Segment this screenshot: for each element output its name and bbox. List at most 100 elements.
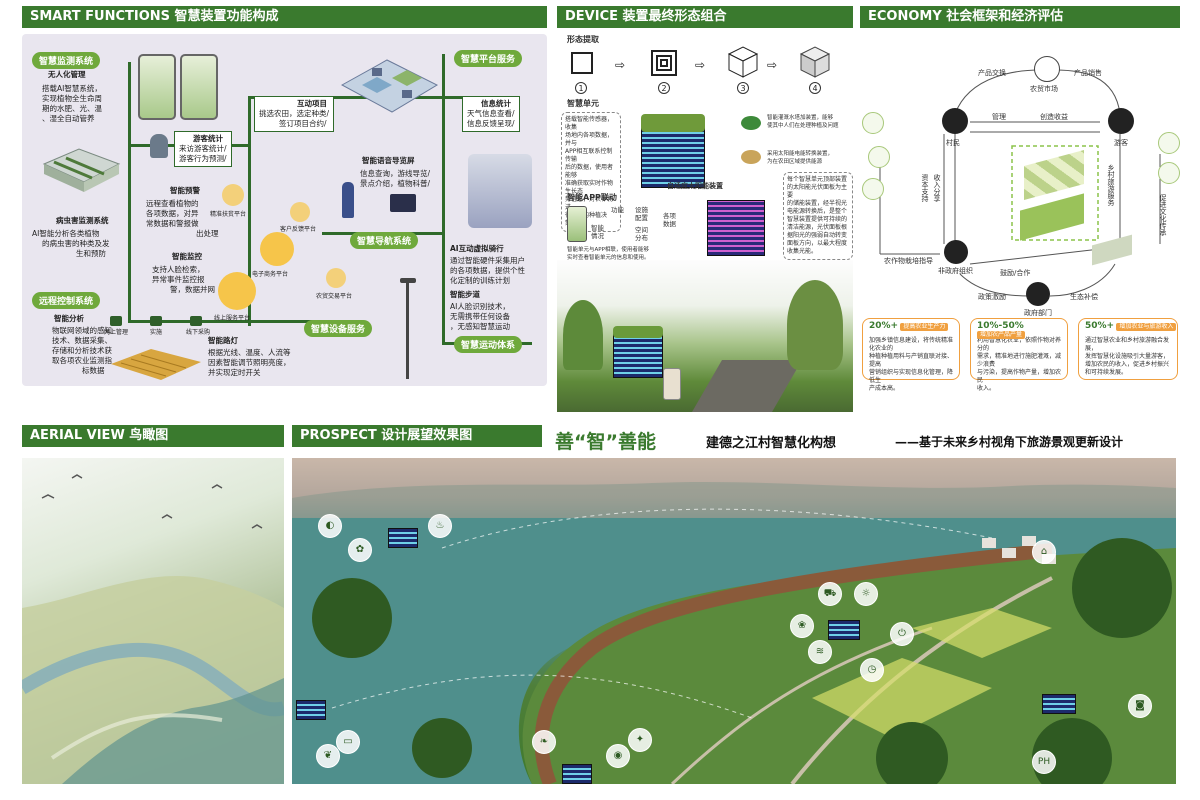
system-label-device-service: 智慧设备服务	[304, 320, 373, 337]
voice-line: 信息查询，游线导览/	[360, 169, 431, 178]
mini-cube-1-desc: 智能灌溉水塔加装置，能够 使其中人们在处理种植及问题	[767, 114, 853, 130]
app-grid: 功能 设施 配置 各项 数据 空间 分布 智能 情况	[591, 206, 701, 246]
section-bar-economy: ECONOMY 社会框架和经济评估	[860, 6, 1180, 28]
render-cube-top	[613, 326, 663, 338]
branch-line	[248, 96, 468, 99]
prospect-cube	[388, 528, 418, 548]
card-head: 20%+ 提高农业生产力	[869, 322, 949, 331]
prospect-cube	[828, 620, 860, 640]
swan-icon: ❧	[532, 730, 556, 754]
voice-line: 景点介绍，植物科普/	[360, 179, 431, 188]
solar-line: 收集光能。	[787, 248, 818, 255]
unmanned-line: 、湿全自动管养	[42, 114, 95, 123]
pest-title: 病虫害监测系统	[56, 216, 109, 225]
edge-label: 生态补偿	[1070, 293, 1098, 301]
prospect-cube	[562, 764, 592, 784]
solar-device-desc: 每个智慧单元顶部装置 的太阳能光伏面板为主要 的储能装置，经半视光 电能源转换后…	[783, 172, 853, 260]
streetlight-line: 根据光线、温度、人流等	[208, 348, 291, 357]
app-grid-item: 空间	[635, 226, 648, 234]
tourist-figure	[342, 182, 354, 218]
smart-unit-cube	[641, 126, 705, 188]
vr-ride-device	[468, 154, 532, 228]
pest-line: 生和预防	[76, 249, 106, 258]
ph-icon: PH	[1032, 750, 1056, 774]
leaf-icon	[862, 178, 884, 200]
solar-line: 电能源转换后，是整个	[787, 208, 848, 215]
ai-ride-title: AI互动虚拟骑行	[450, 244, 504, 253]
unit-line: 后的数据，使用者能够	[565, 164, 614, 179]
trail-body: AI人脸识别技术， 无需携带任何设备 ，无感知智慧运动	[450, 302, 510, 332]
drop-icon: ◉	[606, 744, 630, 768]
temple-icon	[1158, 162, 1180, 184]
mini1-line: 使其中人们在处理种植及问题	[767, 123, 839, 129]
smart-unit-title: 智慧单元	[567, 99, 599, 108]
tractor-icon: ⛟	[818, 582, 842, 606]
tourist-stats-box: 游客统计 来访游客统计/ 游客行为预测/	[174, 131, 232, 167]
clock-icon: ◷	[860, 658, 884, 682]
surveil-line: 警，数据并网	[170, 285, 215, 294]
trail-title: 智能步道	[450, 290, 480, 299]
app-grid-item: 分布	[635, 234, 648, 242]
village-illustration	[340, 59, 439, 113]
streetlight-line: 因素智能调节照明亮度，	[208, 358, 291, 367]
thermometer-icon: ♨	[428, 514, 452, 538]
flow-label: 实施	[150, 329, 163, 336]
analysis-title: 智能分析	[54, 314, 84, 323]
unmanned-title: 无人化管理	[48, 70, 86, 79]
section-bar-prospect: PROSPECT 设计展望效果图	[292, 425, 542, 447]
card-head: 10%-50% 增加农产品产量	[977, 322, 1067, 339]
power-icon: ⏻	[890, 622, 914, 646]
tourist-title: 游客统计	[193, 134, 223, 143]
analysis-line: 技术、数据采集、	[52, 336, 112, 345]
step-number: 2	[658, 82, 670, 94]
device-panel: 形态提取 ⇨ ⇨ ⇨ 1 2 3 4 智慧单元 搭载智能传感器，收集 场地内各项…	[557, 34, 853, 414]
branch-line	[128, 62, 131, 320]
mini-cube-2-desc: 采用太阳能电能转换装置， 为在农田区域提供能源	[767, 150, 853, 166]
app-desc: 智能单元与APP相联，使用者能够 实时查看智能单元的信息和使用。	[567, 246, 650, 262]
tourist-label: 游客	[1114, 139, 1128, 147]
ecommerce-platform-label: 电子商务平台	[252, 271, 289, 278]
cube-planting-top	[641, 114, 705, 132]
tree-left	[563, 300, 603, 370]
card-line: 利用智慧化农业，依照作物对养分的	[977, 337, 1062, 352]
tourist-node	[1108, 108, 1134, 134]
form-extract-label: 形态提取	[567, 35, 599, 44]
ai-ride-line: 化定制的训练计划	[450, 276, 510, 285]
solar-line: 的太阳能光伏面板为主要	[787, 184, 848, 199]
interact-line: 签订项目合约/	[279, 119, 327, 128]
card-head: 50%+ 增加农业与旅游收入	[1085, 322, 1177, 331]
feedback-platform-icon	[290, 202, 310, 222]
pest-line: 的病虫害的种类及发	[42, 239, 110, 248]
tree-right	[787, 280, 843, 370]
smart-unit-desc: 搭载智能传感器，收集 场地内各项数据，并与 APP相互联系控制传输 后的数据，使…	[561, 112, 621, 232]
surveil-line: 异常事件监控报	[152, 275, 205, 284]
analysis-body: 物联网领域的感知 技术、数据采集、 存储和分析技术获 取各项农业监测指 标数据	[52, 326, 112, 376]
card-line: 和可持续发展。	[1085, 369, 1128, 376]
flow-icon-manage	[110, 316, 122, 326]
house-icon: ⌂	[1032, 540, 1056, 564]
camera-icon: ◙	[1128, 694, 1152, 718]
warning-line: 常数据和警报做	[146, 219, 199, 228]
warning-line: 远程查看植物的	[146, 199, 199, 208]
solar-cube	[707, 200, 765, 256]
poster-subtitle: 建德之江村智慧化构想	[706, 436, 837, 451]
smart-functions-panel: 智慧监测系统 智慧平台服务 智慧导航系统 远程控制系统 智慧设备服务 智慧运动体…	[22, 34, 547, 386]
analysis-line: 标数据	[82, 366, 105, 375]
sun-icon: ☼	[854, 582, 878, 606]
card-line: 与污染，提高作物产量，增加农民	[977, 369, 1062, 384]
government-label: 政府部门	[1024, 309, 1052, 317]
edge-label: 鼓励/合作	[1000, 269, 1031, 277]
branch-line	[248, 96, 251, 326]
wheat-icon: ✿	[348, 538, 372, 562]
mini2-line: 采用太阳能电能转换装置，	[767, 151, 834, 157]
info-line: 天气信息查看/	[467, 109, 515, 118]
app-phone	[567, 206, 587, 242]
seed-icon: ✦	[628, 728, 652, 752]
card-pct: 10%-50%	[977, 321, 1024, 331]
streetlight-title: 智能路灯	[208, 336, 238, 345]
surveil-title: 智能监控	[172, 252, 202, 261]
step-number: 4	[809, 82, 821, 94]
branch-line	[128, 320, 358, 323]
interact-title: 互动项目	[297, 99, 327, 108]
arrow-icon: ⇨	[695, 58, 706, 72]
